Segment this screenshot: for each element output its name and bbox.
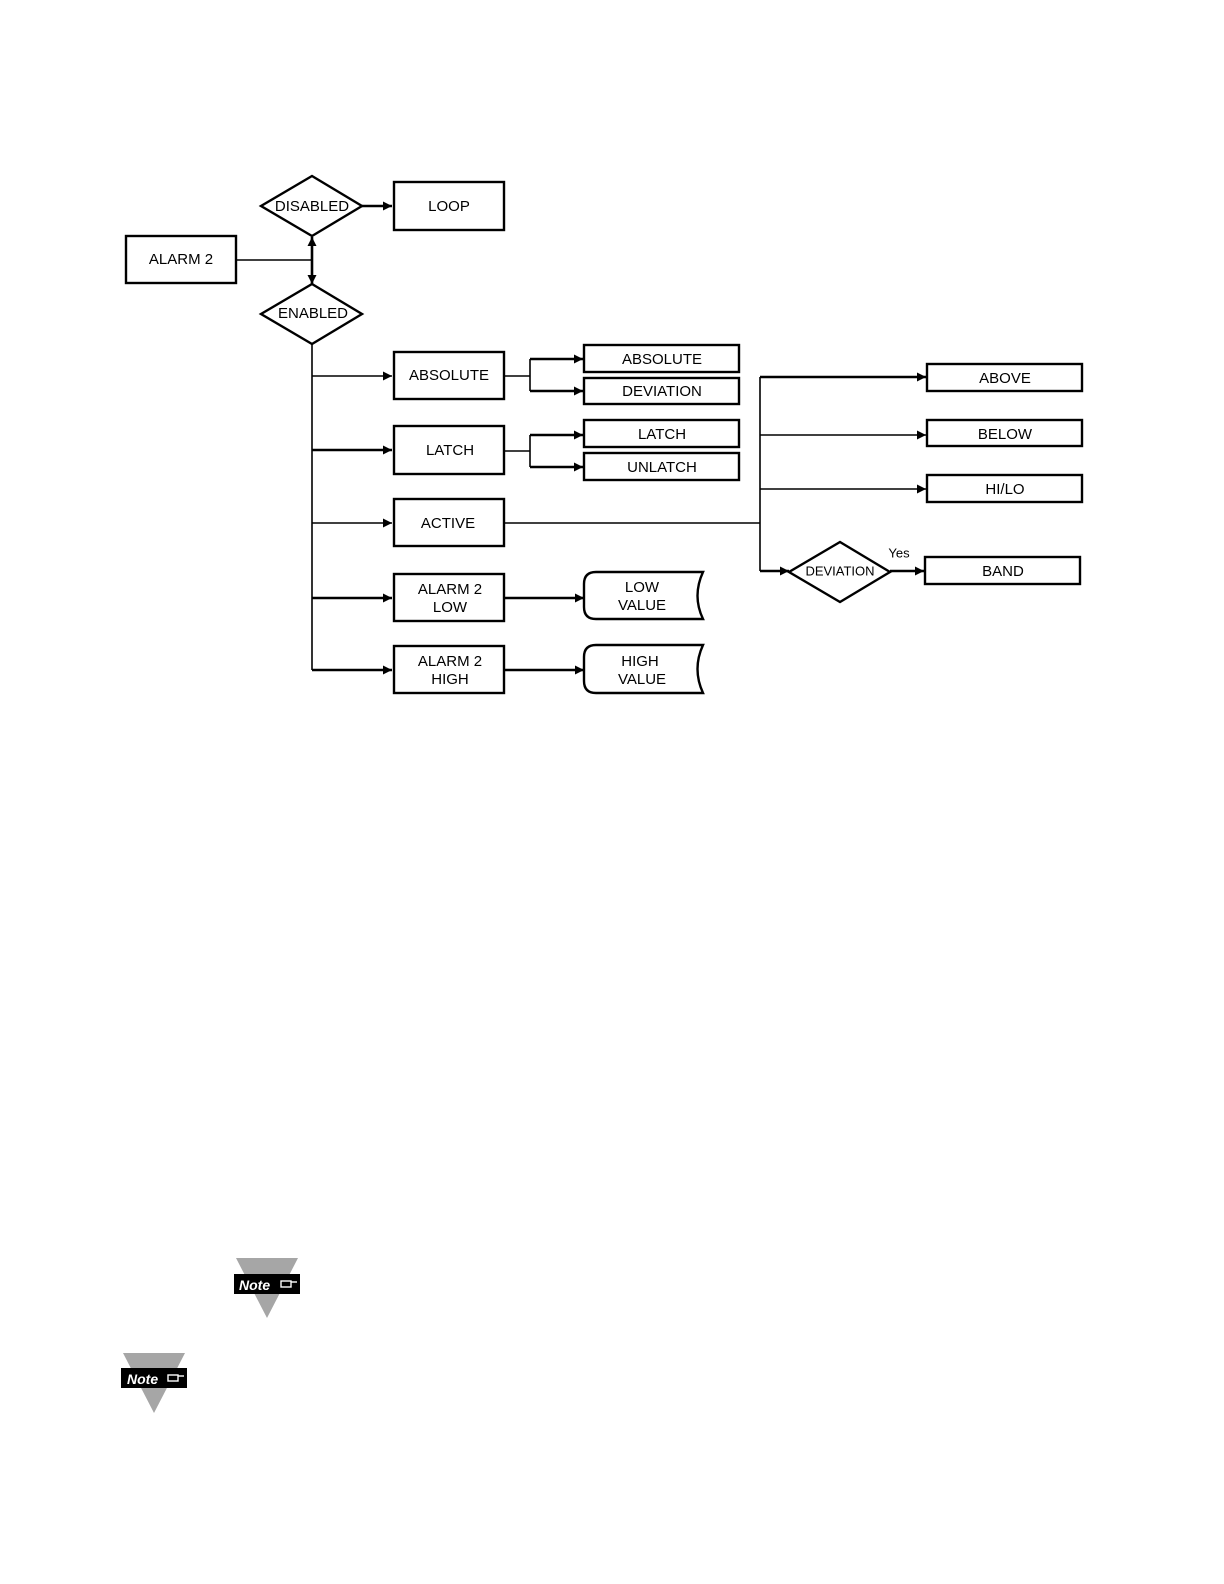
alarm-2-high-label-line2: HIGH [431, 671, 469, 688]
above-label: ABOVE [979, 370, 1031, 387]
alarm-2-start-label: ALARM 2 [149, 251, 213, 268]
note-icon: Note [121, 1353, 187, 1413]
latch-label: LATCH [426, 442, 474, 459]
deviation-option-label: DEVIATION [622, 383, 702, 400]
latch-box: LATCH [394, 426, 504, 474]
active-box: ACTIVE [394, 499, 504, 546]
latch-option-label: LATCH [638, 426, 686, 443]
absolute-label: ABSOLUTE [409, 367, 489, 384]
band-box: BAND [925, 557, 1080, 584]
note-label: Note [127, 1371, 158, 1387]
loop-box: LOOP [394, 182, 504, 230]
above-box: ABOVE [927, 364, 1082, 391]
disabled-label: DISABLED [275, 198, 349, 215]
hilo-label: HI/LO [985, 481, 1024, 498]
active-label: ACTIVE [421, 515, 475, 532]
deviation-option-box: DEVIATION [584, 378, 739, 404]
note-label: Note [239, 1277, 270, 1293]
absolute-box: ABSOLUTE [394, 352, 504, 399]
high-value-label-line1: HIGH [621, 653, 659, 670]
alarm-2-low-label-line2: LOW [433, 599, 468, 616]
below-label: BELOW [978, 426, 1033, 443]
note-icon: Note [234, 1258, 300, 1318]
absolute-option-label: ABSOLUTE [622, 351, 702, 368]
alarm-2-high-label-line1: ALARM 2 [418, 653, 482, 670]
disabled-decision: DISABLED [261, 176, 362, 236]
latch-option-box: LATCH [584, 420, 739, 447]
hilo-box: HI/LO [927, 475, 1082, 502]
absolute-option-box: ABSOLUTE [584, 345, 739, 372]
loop-label: LOOP [428, 198, 470, 215]
low-value-label-line2: VALUE [618, 597, 666, 614]
band-label: BAND [982, 563, 1024, 580]
unlatch-option-label: UNLATCH [627, 459, 697, 476]
alarm-2-high-box: ALARM 2 HIGH [394, 646, 504, 693]
high-value-shape: HIGH VALUE [584, 645, 703, 693]
below-box: BELOW [927, 420, 1082, 446]
alarm-2-start-box: ALARM 2 [126, 236, 236, 283]
alarm-2-low-label-line1: ALARM 2 [418, 581, 482, 598]
low-value-label-line1: LOW [625, 579, 660, 596]
low-value-shape: LOW VALUE [584, 572, 703, 619]
connectors [236, 206, 926, 670]
alarm-2-low-box: ALARM 2 LOW [394, 574, 504, 621]
enabled-decision: ENABLED [261, 284, 362, 344]
unlatch-option-box: UNLATCH [584, 453, 739, 480]
yes-label: Yes [888, 545, 910, 560]
enabled-label: ENABLED [278, 305, 348, 322]
deviation-decision-label: DEVIATION [805, 563, 874, 578]
deviation-decision: DEVIATION [789, 542, 890, 602]
high-value-label-line2: VALUE [618, 671, 666, 688]
